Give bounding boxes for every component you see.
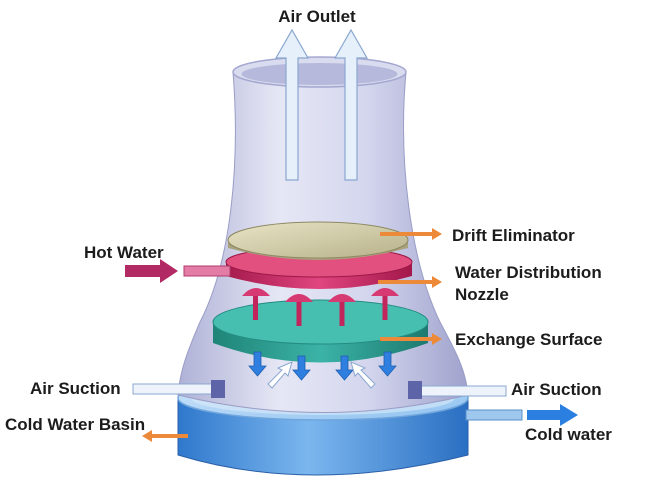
air-outlet-arrows [274,28,369,181]
exchange-surface-fill [212,299,429,363]
nozzle-2 [285,294,313,326]
nozzle-1 [242,288,270,320]
air-suction-left-pipe [132,380,225,398]
water-distribution-leader [378,276,442,288]
exchange-surface-leader [380,333,442,345]
leader-arrows [142,228,442,442]
water-distribution-label-line2: Nozzle [455,285,509,304]
water-distribution-label-line1: Water Distribution [455,263,602,282]
cold-water-basin-leader [142,430,188,442]
air-suction-left-label: Air Suction [30,379,121,398]
hot-water-inlet [125,259,231,283]
air-outlet-label: Air Outlet [278,7,356,26]
exchange-surface-label: Exchange Surface [455,330,602,349]
nozzle-4 [371,288,399,320]
drift-eliminator-label: Drift Eliminator [452,226,575,245]
air-suction-right-pipe [408,381,507,399]
cold-water-label: Cold water [525,425,612,444]
drift-eliminator-disk [227,221,409,260]
cold-water-outlet [465,404,578,426]
nozzle-3 [328,294,356,326]
air-suction-right-label: Air Suction [511,380,602,399]
air-suction-inner-arrows [267,361,376,389]
nozzles [242,288,399,326]
cold-water-basin-label: Cold Water Basin [5,415,145,434]
drift-eliminator-leader [380,228,442,240]
hot-water-label: Hot Water [84,243,164,262]
water-drop-arrows [248,351,397,381]
